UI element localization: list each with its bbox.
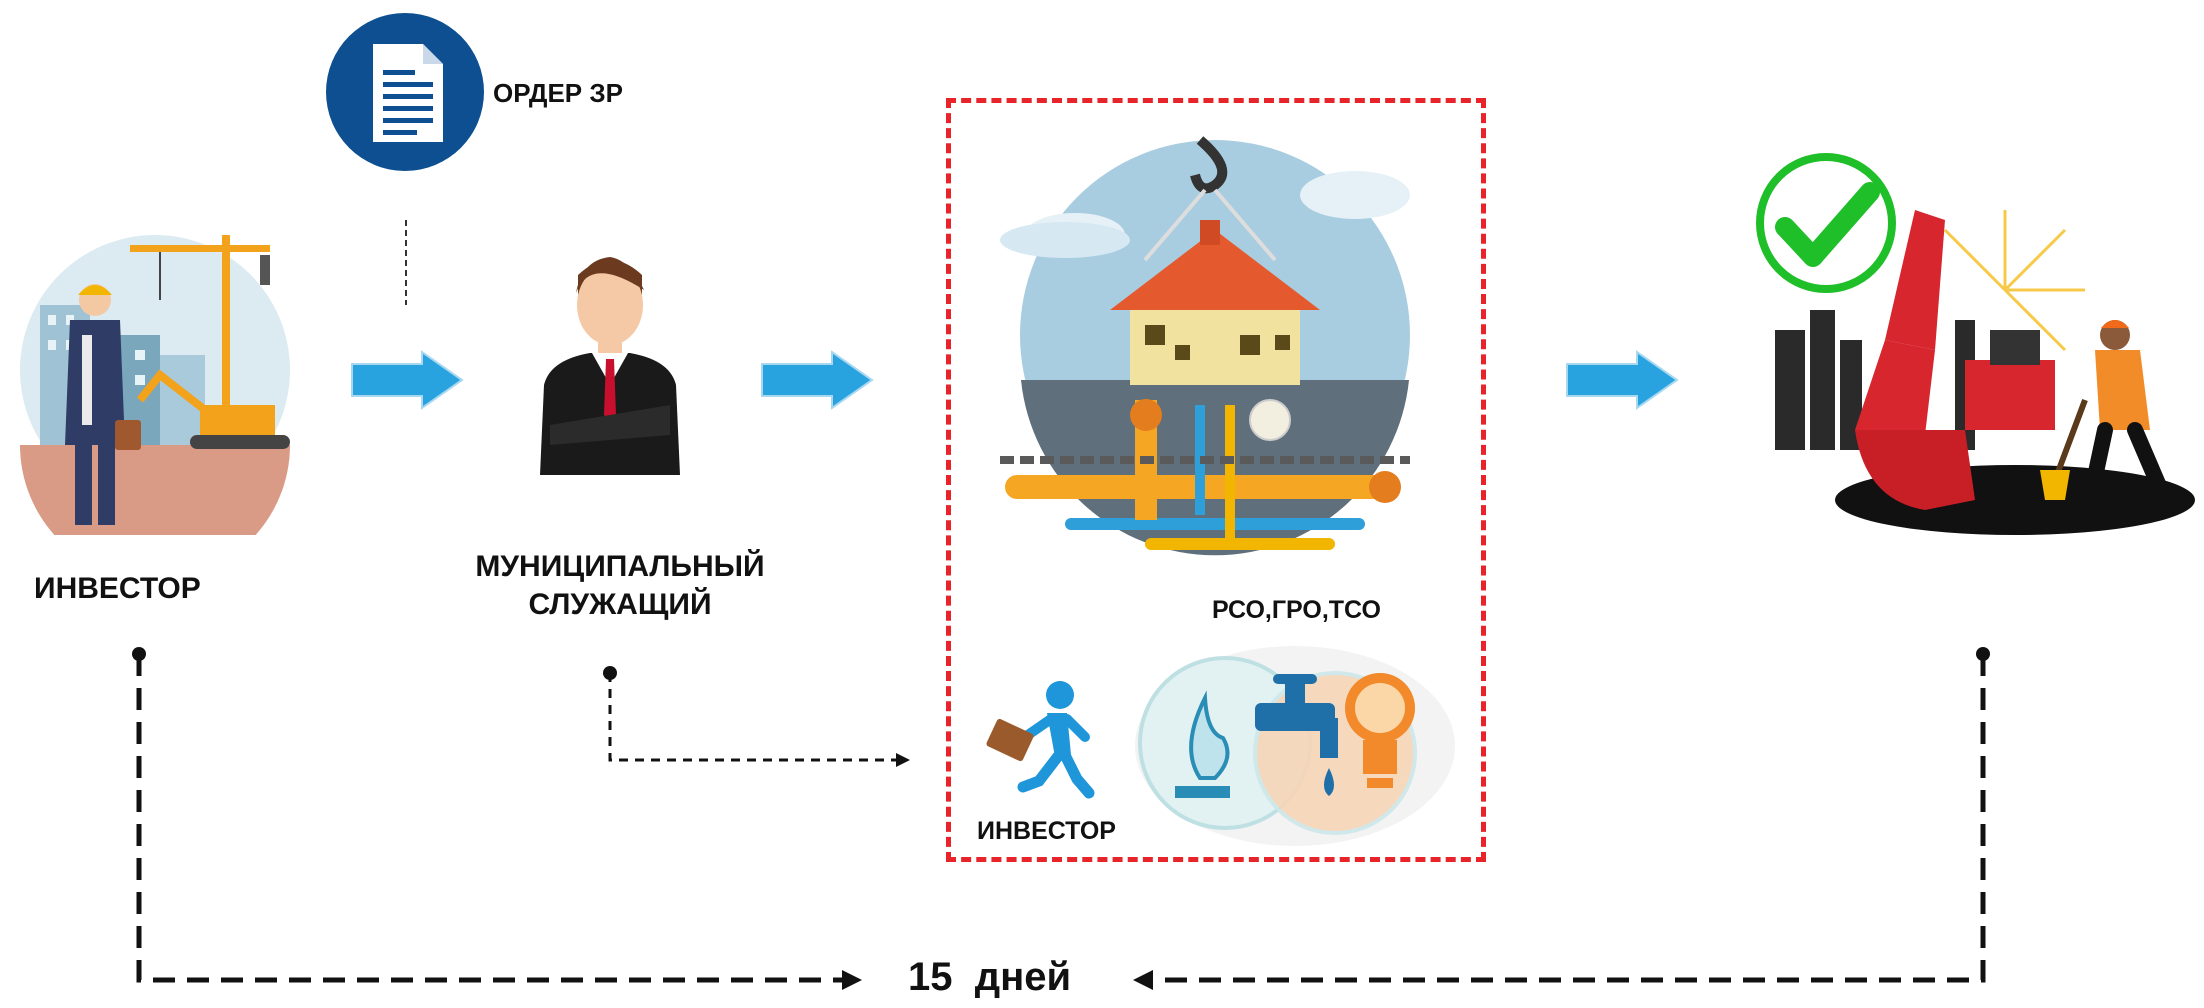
- house-utilities-icon: [985, 130, 1425, 560]
- arrow-icon: [1565, 350, 1680, 410]
- order-label: ОРДЕР ЗР: [493, 78, 623, 108]
- duration-label: 15 дней: [908, 955, 1072, 999]
- utilities-frame: [946, 98, 1486, 862]
- official-icon: [530, 235, 690, 475]
- arrow-icon: [760, 350, 875, 410]
- utilities-label: РСО,ГРО,ТСО: [1212, 596, 1381, 624]
- checkmark-icon: [1755, 152, 1897, 294]
- running-investor-icon: [985, 675, 1095, 805]
- utilities-icon: [1135, 638, 1465, 848]
- municipal-label: МУНИЦИПАЛЬНЫЙ СЛУЖАЩИЙ: [450, 548, 790, 624]
- investor-small-label: ИНВЕСТОР: [977, 817, 1116, 845]
- document-icon: [325, 12, 485, 172]
- municipal-label-line2: СЛУЖАЩИЙ: [528, 588, 712, 621]
- arrow-icon: [350, 350, 465, 410]
- municipal-label-line1: МУНИЦИПАЛЬНЫЙ: [475, 550, 765, 583]
- investor-label: ИНВЕСТОР: [34, 572, 201, 605]
- excavator-worker-icon: [1755, 200, 2195, 540]
- construction-investor-icon: [10, 215, 300, 535]
